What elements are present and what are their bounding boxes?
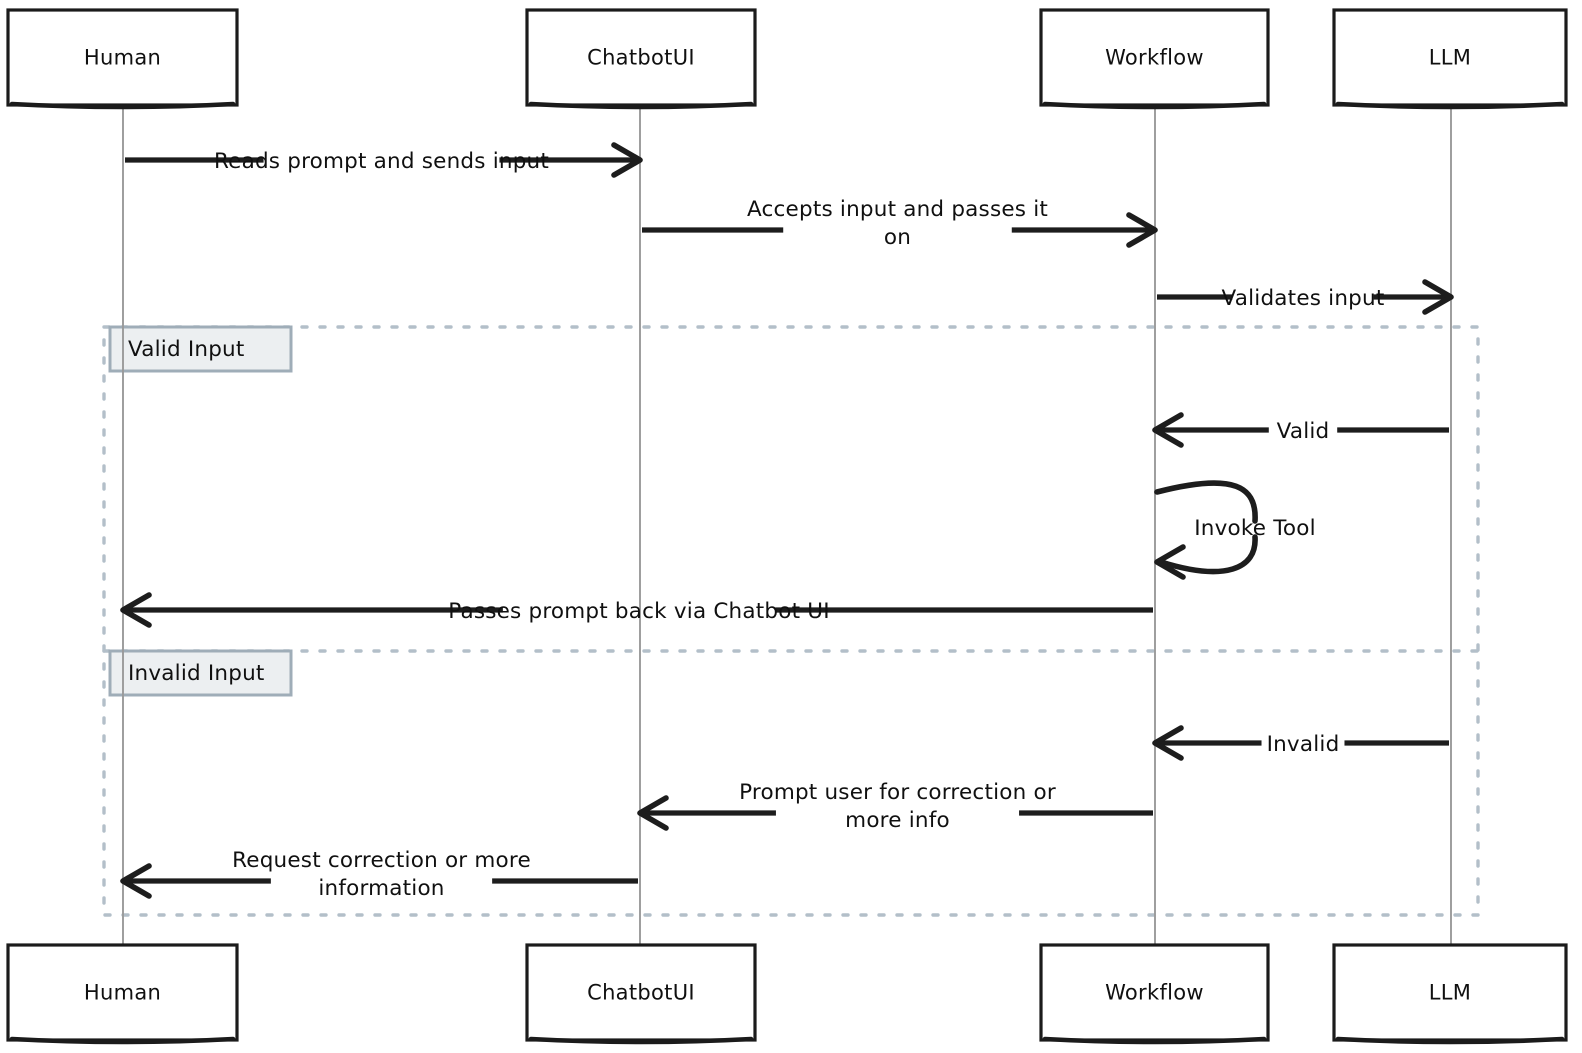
message-label-m1: Reads prompt and sends input	[214, 149, 549, 174]
arrowhead-m8	[637, 795, 669, 831]
actors-layer: HumanHumanChatbotUIChatbotUIWorkflowWork…	[6, 8, 1568, 1045]
arrowhead-m5	[1154, 544, 1186, 580]
message-label-m6: Passes prompt back via Chatbot UI	[448, 599, 830, 624]
fragment-label-box-valid	[108, 325, 293, 373]
actor-label-top-workflow: Workflow	[1105, 46, 1204, 70]
actor-label-top-human: Human	[84, 46, 161, 70]
actor-box-bottom-llm[interactable]	[1332, 943, 1568, 1042]
self-loop-path	[1154, 480, 1258, 575]
message-m6[interactable]: Passes prompt back via Chatbot UI	[120, 592, 1153, 628]
actor-box-bottom-chatbotui[interactable]	[525, 943, 757, 1042]
arrowhead-m6	[120, 592, 152, 628]
arrowhead-m9	[120, 863, 152, 899]
message-label-m5: Invoke Tool	[1194, 516, 1316, 541]
actor-box-shadow-top-workflow	[1042, 101, 1267, 110]
actor-box-shadow-top-chatbotui	[528, 101, 754, 110]
alt-fragment-border	[102, 325, 1480, 917]
message-m3[interactable]: Validates input	[1157, 279, 1454, 315]
actor-box-shadow-bottom-human	[9, 1036, 236, 1045]
actor-box-top-llm[interactable]	[1332, 8, 1568, 107]
actor-label-top-llm: LLM	[1429, 46, 1471, 70]
actor-label-bottom-chatbotui: ChatbotUI	[587, 981, 695, 1005]
arrowhead-m7	[1152, 725, 1184, 761]
actor-label-bottom-workflow: Workflow	[1105, 981, 1204, 1005]
message-label-m4: Valid	[1277, 419, 1330, 444]
actor-label-bottom-llm: LLM	[1429, 981, 1471, 1005]
message-label-m7: Invalid	[1267, 732, 1340, 757]
fragment-label-valid: Valid Input	[128, 337, 245, 362]
actor-box-bottom-workflow[interactable]	[1039, 943, 1270, 1042]
arrowhead-m1	[611, 142, 643, 178]
actor-box-shadow-bottom-workflow	[1042, 1036, 1267, 1045]
message-m4[interactable]: Valid	[1152, 412, 1449, 448]
arrowhead-m4	[1152, 412, 1184, 448]
actor-box-shadow-bottom-chatbotui	[528, 1036, 754, 1045]
actor-label-bottom-human: Human	[84, 981, 161, 1005]
actor-box-bottom-human[interactable]	[6, 943, 239, 1042]
message-m5[interactable]: Invoke Tool	[1154, 480, 1316, 580]
arrowhead-m3	[1422, 279, 1454, 315]
arrowhead-m2	[1126, 212, 1158, 248]
message-label-m3: Validates input	[1222, 286, 1385, 311]
fragment-label-box-invalid	[108, 649, 293, 697]
actor-box-shadow-bottom-llm	[1335, 1036, 1565, 1045]
message-m7[interactable]: Invalid	[1152, 725, 1449, 761]
message-m1[interactable]: Reads prompt and sends input	[125, 142, 643, 178]
actor-box-top-human[interactable]	[6, 8, 239, 107]
actor-box-shadow-top-human	[9, 101, 236, 110]
actor-box-shadow-top-llm	[1335, 101, 1565, 110]
actor-box-top-chatbotui[interactable]	[525, 8, 757, 107]
actor-label-top-chatbotui: ChatbotUI	[587, 46, 695, 70]
fragment-label-invalid: Invalid Input	[128, 661, 265, 686]
